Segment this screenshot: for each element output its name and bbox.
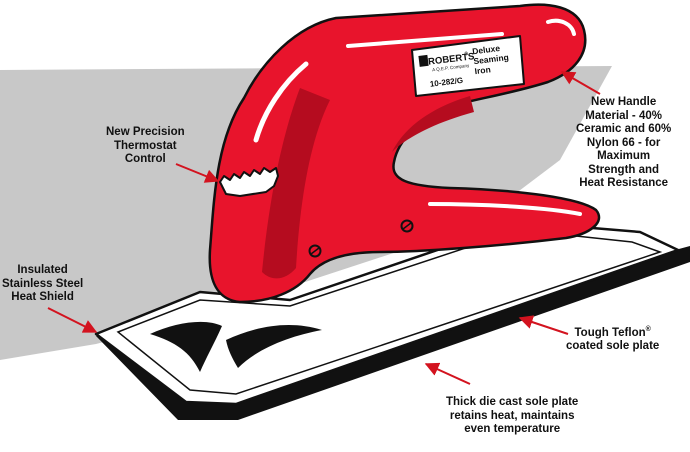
sole-plate [94, 220, 690, 420]
callout-heat-shield: Insulated Stainless Steel Heat Shield [2, 264, 83, 305]
callout-sole-plate-line-3: even temperature [464, 423, 561, 435]
arrow-sole-plate [424, 362, 471, 385]
callout-handle-line-7: Heat Resistance [579, 177, 669, 189]
callout-teflon-line-1: Tough Teflon® [566, 323, 659, 340]
handle-highlight-tip [546, 18, 576, 36]
arrow-thermostat [175, 163, 220, 183]
callout-thermostat-line-2: Thermostat [114, 139, 177, 152]
sole-plate-inner-rim [116, 229, 663, 395]
product-name-line-2: Seaming [473, 52, 509, 66]
product-name-line-3: Iron [474, 64, 491, 76]
sole-plate-front-curve [150, 321, 222, 372]
callout-teflon-line-2: coated sole plate [566, 340, 660, 353]
callout-teflon-main: Tough Teflon [574, 326, 646, 339]
callout-handle-line-4: Nylon 66 - for [586, 136, 661, 149]
callout-arrows [47, 71, 601, 385]
sole-plate-side-curve [226, 325, 322, 368]
callout-handle-line-5: Maximum [597, 150, 651, 162]
brand-logo-mark [418, 54, 429, 67]
arrow-handle [560, 71, 601, 95]
handle-shade-front [262, 88, 330, 279]
arrow-heat-shield [47, 307, 98, 333]
callout-thermostat-line-1: New Precision [106, 126, 185, 138]
callout-teflon-registered: ® [645, 326, 651, 333]
callout-heat-shield-line-1: Insulated [17, 264, 68, 276]
callout-thermostat: New Precision Thermostat Control [106, 126, 185, 167]
handle-highlight-lower [428, 202, 582, 216]
callout-sole-plate: Thick die cast sole plate retains heat, … [446, 396, 578, 437]
callout-heat-shield-line-3: Heat Shield [11, 291, 74, 303]
product-model: 10-282/G [429, 76, 463, 89]
brand-company: A Q.E.P. Company [432, 63, 470, 73]
thermostat-knob-ring [219, 167, 279, 197]
handle-screw-lower-slot [310, 247, 320, 255]
callout-handle-line-2: Material - 40% [585, 109, 662, 122]
callout-sole-plate-line-2: retains heat, maintains [449, 409, 575, 422]
callout-handle: New Handle Material - 40% Ceramic and 60… [576, 96, 671, 191]
product-name-line-1: Deluxe [472, 43, 501, 56]
product-label-plate [411, 35, 525, 97]
callout-thermostat-line-3: Control [124, 153, 166, 165]
callout-teflon: Tough Teflon® coated sole plate [566, 323, 659, 354]
callout-handle-line-3: Ceramic and 60% [576, 123, 672, 135]
brand-trademark: ® [464, 50, 469, 57]
handle-screw-upper-slot [402, 222, 412, 230]
callout-handle-line-6: Strength and [588, 163, 660, 176]
callout-handle-line-1: New Handle [591, 96, 657, 108]
arrow-teflon [518, 315, 569, 335]
product-label: ROBERTS ® A Q.E.P. Company 10-282/G Delu… [411, 35, 525, 97]
callout-heat-shield-line-2: Stainless Steel [2, 277, 84, 290]
handle-shade-top [392, 96, 474, 152]
thermostat-knob [219, 167, 279, 197]
handle-highlight-top [346, 32, 504, 48]
callout-sole-plate-line-1: Thick die cast sole plate [446, 396, 579, 408]
handle-highlight-front [253, 61, 309, 143]
